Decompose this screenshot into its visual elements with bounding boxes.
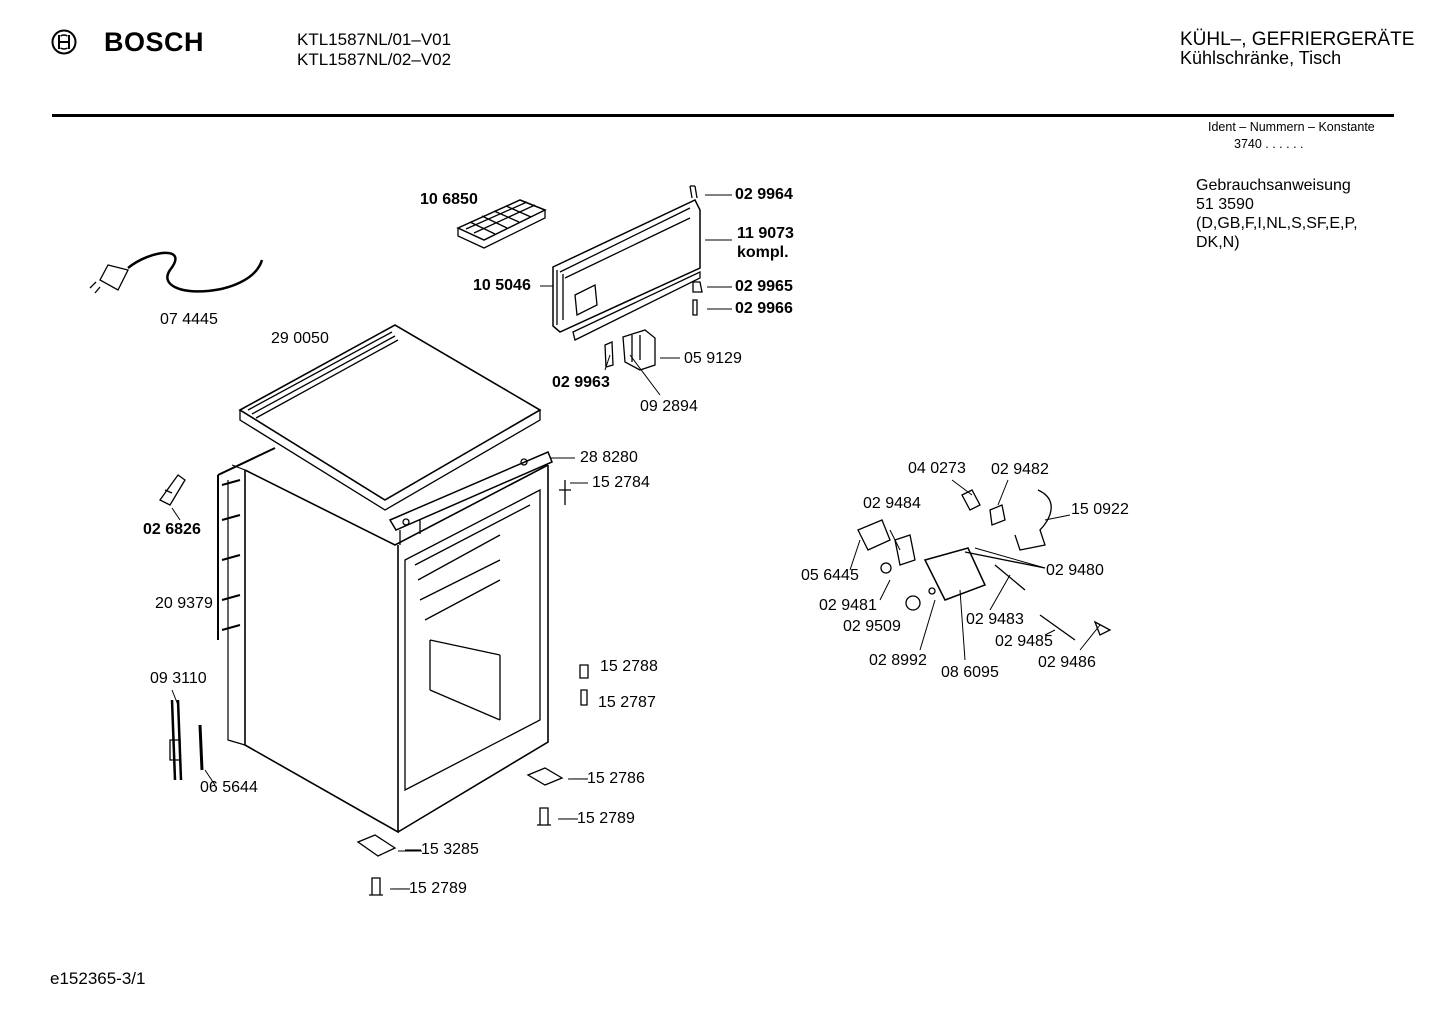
part-label: 04 0273 [908, 460, 966, 477]
part-label: 02 9483 [966, 611, 1024, 628]
part-label: 15 2788 [600, 658, 658, 675]
ident-label: Ident – Nummern – Konstante [1208, 120, 1375, 134]
part-label: 02 9964 [735, 186, 793, 203]
part-label: 02 9481 [819, 597, 877, 614]
part-label: 02 9485 [995, 633, 1053, 650]
part-label: —15 2786 [571, 770, 645, 787]
part-label: 15 0922 [1071, 501, 1129, 518]
part-label: 02 9480 [1046, 562, 1104, 579]
model-number-2: KTL1587NL/02–V02 [297, 50, 452, 69]
part-label: 02 9484 [863, 495, 921, 512]
condenser-drawing [217, 447, 276, 640]
ice-tray-drawing [456, 199, 547, 249]
category-title: KÜHL–, GEFRIERGERÄTE [1180, 29, 1415, 50]
part-label: 09 2894 [640, 398, 698, 415]
power-cord-drawing [89, 251, 264, 294]
cabinet-drawing [227, 464, 549, 834]
part-label: 02 9482 [991, 461, 1049, 478]
part-label: 02 8992 [869, 652, 927, 669]
part-label: kompl. [737, 244, 789, 261]
manual-languages-1: (D,GB,F,I,NL,S,SF,E,P, [1196, 215, 1358, 232]
bosch-logo-icon [51, 29, 77, 55]
evaporator-door-drawing [552, 185, 703, 341]
part-label: 06 5644 [200, 779, 258, 796]
part-label: —15 2789 [393, 880, 467, 897]
part-label: 10 6850 [420, 191, 478, 208]
leader-lines [171, 194, 1101, 890]
model-number-1: KTL1587NL/01–V01 [297, 30, 452, 49]
capillary-drawing [169, 699, 204, 781]
part-label: 29 0050 [271, 330, 329, 347]
part-label: 20 9379 [155, 595, 213, 612]
part-label: 05 9129 [684, 350, 742, 367]
part-label: 28 8280 [580, 449, 638, 466]
header-divider [52, 114, 1394, 117]
part-label: 02 9509 [843, 618, 901, 635]
manual-title: Gebrauchsanweisung [1196, 177, 1351, 194]
brand-name: BOSCH [104, 27, 205, 57]
manual-languages-2: DK,N) [1196, 234, 1240, 251]
part-label: 02 9965 [735, 278, 793, 295]
feet-drawing [356, 664, 589, 896]
part-label: 11 9073 [737, 225, 794, 242]
part-label: 02 9486 [1038, 654, 1096, 671]
part-label: 05 6445 [801, 567, 859, 584]
part-label: —15 2789 [561, 810, 635, 827]
part-label: —15 3285 [405, 841, 479, 858]
document-id: e152365-3/1 [50, 969, 146, 988]
part-label: 07 4445 [160, 311, 218, 328]
part-label: 02 6826 [143, 521, 201, 538]
part-label: 02 9966 [735, 300, 793, 317]
clip-drawing [159, 474, 186, 506]
part-label: 15 2787 [598, 694, 656, 711]
part-label: 09 3110 [150, 670, 207, 687]
subcategory-title: Kühlschränke, Tisch [1180, 48, 1342, 68]
part-label: 10 5046 [473, 277, 531, 294]
part-label: 02 9963 [552, 374, 610, 391]
part-label: 08 6095 [941, 664, 999, 681]
part-label: 15 2784 [592, 474, 650, 491]
worktop-drawing [238, 324, 542, 511]
manual-number: 51 3590 [1196, 196, 1254, 213]
thermostat-assembly-drawing [857, 489, 1112, 641]
ident-value: 3740 . . . . . . [1234, 137, 1304, 151]
hinge-drawing [604, 329, 656, 371]
